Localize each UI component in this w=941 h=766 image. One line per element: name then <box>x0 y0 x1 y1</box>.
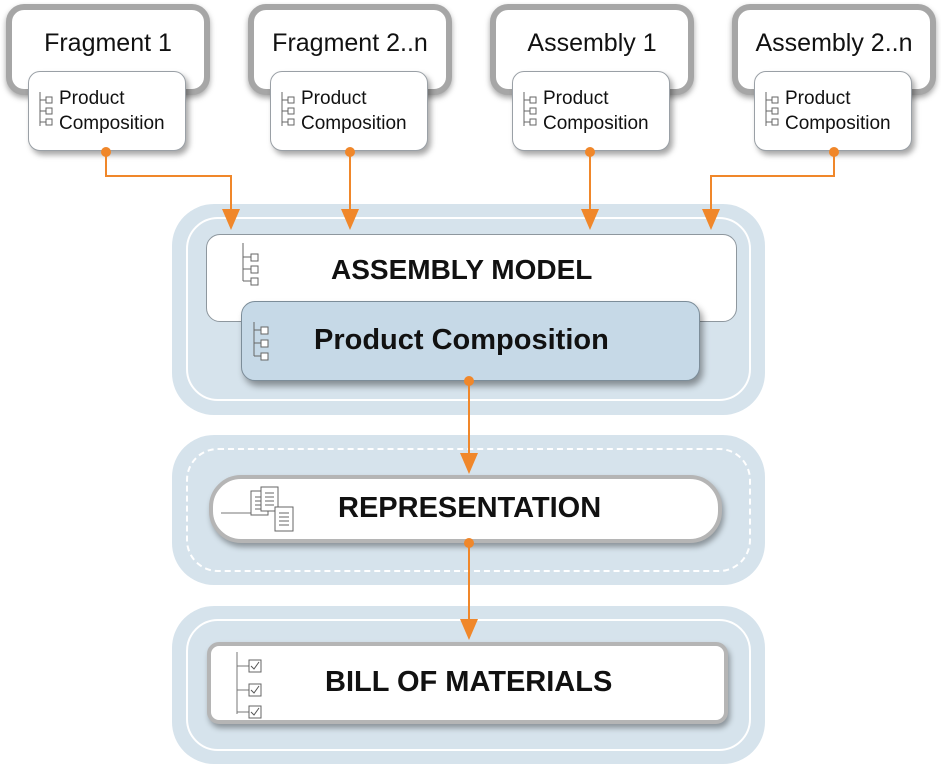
checklist-icon <box>236 652 262 719</box>
connector-dot <box>101 147 111 157</box>
arrowhead <box>460 619 478 640</box>
tree-structure-icon <box>39 92 53 126</box>
product-composition-box: Product Composition <box>270 71 428 151</box>
connector-dot <box>464 376 474 386</box>
source-title: Assembly 1 <box>527 29 657 57</box>
sublabel-line2: Composition <box>59 113 165 134</box>
product-composition-box: Product Composition <box>512 71 670 151</box>
sublabel-line1: Product <box>543 88 609 109</box>
source-title: Fragment 2..n <box>272 29 428 57</box>
connector-dot <box>585 147 595 157</box>
tree-structure-icon <box>523 92 537 126</box>
source-title: Fragment 1 <box>44 29 172 57</box>
sublabel-line2: Composition <box>785 113 891 134</box>
product-composition-main-box: Product Composition <box>241 301 700 381</box>
connector-dot <box>345 147 355 157</box>
sublabel-line1: Product <box>785 88 851 109</box>
arrowhead <box>341 209 359 230</box>
tree-structure-icon <box>242 243 259 286</box>
arrowhead <box>460 453 478 474</box>
connector-dot <box>464 538 474 548</box>
source-title: Assembly 2..n <box>755 29 913 57</box>
assembly-model-title: ASSEMBLY MODEL <box>331 254 593 285</box>
sublabel-line1: Product <box>59 88 125 109</box>
sublabel-line2: Composition <box>543 113 649 134</box>
tree-structure-icon <box>253 322 269 361</box>
connector-dot <box>829 147 839 157</box>
tree-structure-icon <box>281 92 295 126</box>
sublabel-line2: Composition <box>301 113 407 134</box>
documents-icon <box>221 486 294 532</box>
sublabel-line1: Product <box>301 88 367 109</box>
bill-of-materials-box: BILL OF MATERIALS <box>207 642 728 724</box>
connector-assembly-2n <box>710 152 835 212</box>
arrowhead <box>581 209 599 230</box>
arrowhead <box>702 209 720 230</box>
connector-fragment-1 <box>105 152 232 212</box>
product-composition-title: Product Composition <box>314 324 609 356</box>
bill-of-materials-title: BILL OF MATERIALS <box>325 666 613 698</box>
representation-title: REPRESENTATION <box>338 492 602 524</box>
tree-structure-icon <box>765 92 779 126</box>
product-composition-box: Product Composition <box>754 71 912 151</box>
arrowhead <box>222 209 240 230</box>
